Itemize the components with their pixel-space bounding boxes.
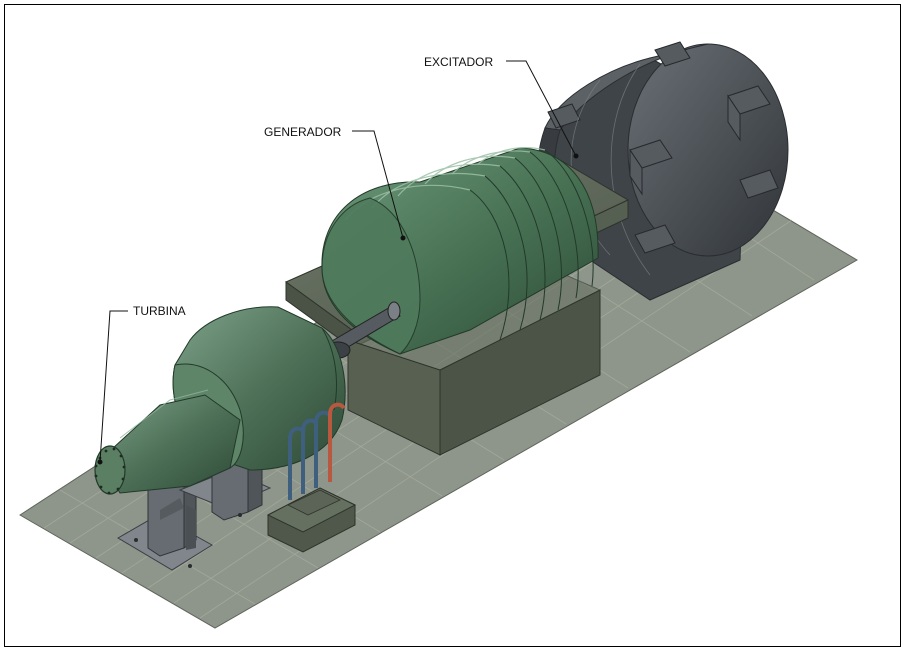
pipe-icon <box>266 402 357 553</box>
label-leaders <box>97 60 579 465</box>
exciter-label: EXCITADOR <box>424 55 493 69</box>
exciter-leader <box>506 60 577 157</box>
drawing-frame <box>4 4 901 647</box>
generator-leader <box>352 130 404 239</box>
turbine-label: TURBINA <box>133 304 186 318</box>
turbine-leader <box>99 310 128 463</box>
generator-label: GENERADOR <box>264 125 342 139</box>
